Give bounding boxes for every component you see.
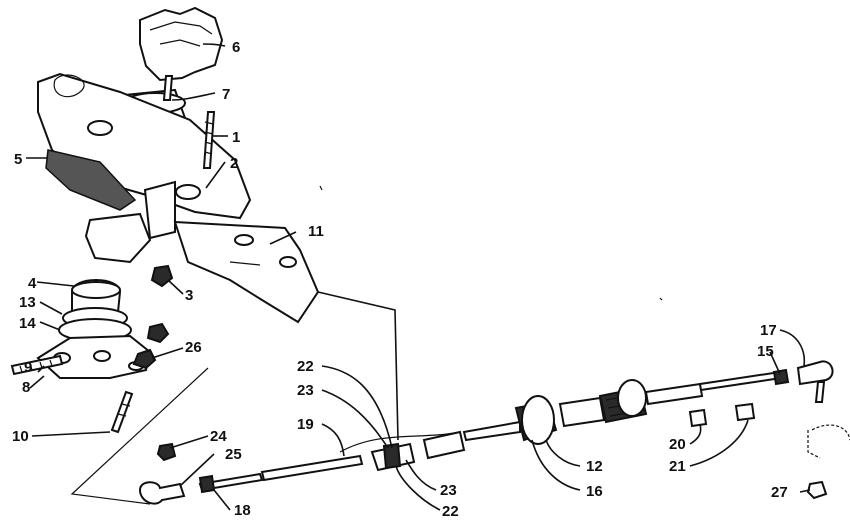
callout-17: 17 (760, 322, 777, 339)
callout-16: 16 (586, 483, 603, 500)
callout-9: 9 (24, 359, 32, 376)
callout-21: 21 (669, 458, 686, 475)
callout-23-bottom: 23 (440, 482, 457, 499)
callout-27: 27 (771, 484, 788, 501)
callout-23-top: 23 (297, 382, 314, 399)
callout-20: 20 (669, 436, 686, 453)
callout-6: 6 (232, 39, 240, 56)
lower-bracket-assembly (10, 279, 209, 505)
callout-2: 2 (230, 155, 238, 172)
leader-lines (26, 43, 811, 511)
callout-10: 10 (12, 428, 29, 445)
callout-14: 14 (19, 315, 36, 332)
callout-19: 19 (297, 416, 314, 433)
callout-1: 1 (232, 129, 240, 146)
callout-25: 25 (225, 446, 242, 463)
callout-22-top: 22 (297, 358, 314, 375)
steering-column-assembly (37, 6, 320, 324)
callout-24: 24 (210, 428, 227, 445)
callout-22-bottom: 22 (442, 503, 459, 520)
callout-15: 15 (757, 343, 774, 360)
callout-12: 12 (586, 458, 603, 475)
callout-26: 26 (185, 339, 202, 356)
callout-11: 11 (308, 223, 324, 240)
callout-8: 8 (22, 379, 30, 396)
cable-assembly (138, 185, 850, 505)
callout-18: 18 (234, 502, 251, 519)
callout-7: 7 (222, 86, 230, 103)
callout-labels: 6 7 1 2 5 11 3 4 13 14 26 9 8 10 22 23 1… (12, 39, 788, 520)
callout-3: 3 (185, 287, 193, 304)
callout-13: 13 (19, 294, 36, 311)
callout-5: 5 (14, 151, 22, 168)
callout-4: 4 (28, 275, 37, 292)
